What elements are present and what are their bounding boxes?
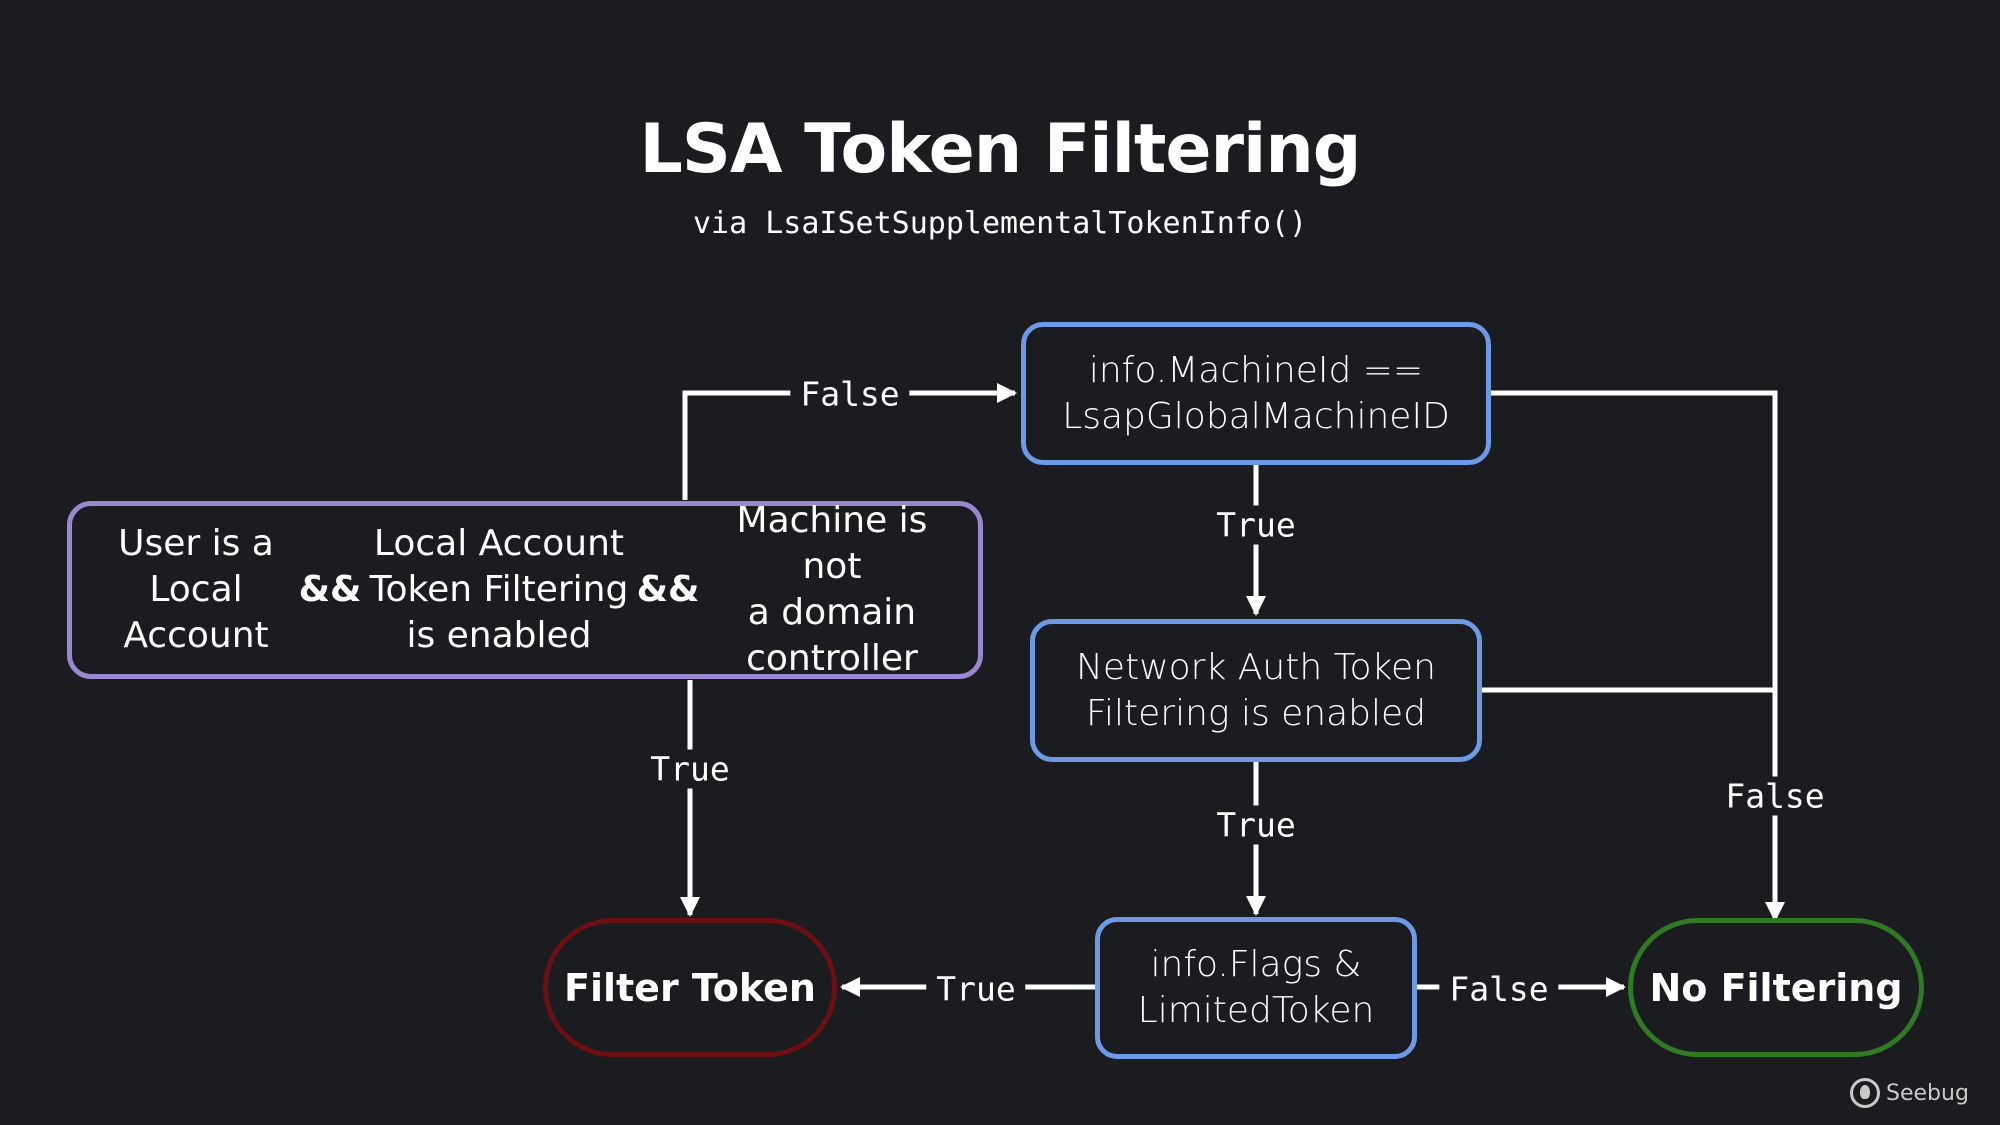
flags-condition-box: info.Flags & LimitedToken bbox=[1095, 917, 1417, 1059]
compound-condition-box: User is a Local Account && Local Account… bbox=[67, 500, 983, 679]
edge-label-right-false: False bbox=[1715, 776, 1835, 816]
no-filtering-terminal: No Filtering bbox=[1628, 918, 1924, 1057]
condition-local-token-filtering: Local Account Token Filtering is enabled bbox=[369, 523, 629, 656]
filter-token-terminal: Filter Token bbox=[543, 918, 837, 1057]
edge-label-network-true: True bbox=[1206, 805, 1306, 845]
edge-label-flags-true: True bbox=[926, 969, 1026, 1009]
condition-not-domain-controller: Machine is not a domain controller bbox=[736, 500, 928, 679]
diagram-title: LSA Token Filtering bbox=[639, 110, 1362, 189]
and-operator-1: && bbox=[298, 569, 362, 610]
diagram-subtitle: via LsaISetSupplementalTokenInfo() bbox=[692, 206, 1308, 241]
edge-label-compound-true: True bbox=[640, 749, 740, 789]
edge-label-flags-false: False bbox=[1439, 969, 1559, 1009]
and-operator-2: && bbox=[636, 569, 700, 610]
edge-machine-false bbox=[1490, 390, 1785, 922]
no-filtering-label: No Filtering bbox=[1649, 965, 1903, 1010]
edge-label-machine-true: True bbox=[1206, 505, 1306, 545]
flags-condition-text: info.Flags & LimitedToken bbox=[1137, 944, 1375, 1031]
network-auth-condition-text: Network Auth Token Filtering is enabled bbox=[1076, 646, 1436, 734]
seebug-logo-icon bbox=[1850, 1078, 1880, 1108]
condition-local-account: User is a Local Account bbox=[118, 523, 274, 656]
machine-id-condition-box: info.MachineId == LsapGlobalMachineID bbox=[1021, 322, 1491, 465]
machine-id-condition-text: info.MachineId == LsapGlobalMachineID bbox=[1062, 349, 1450, 437]
watermark-text: Seebug bbox=[1886, 1080, 1969, 1106]
network-auth-condition-box: Network Auth Token Filtering is enabled bbox=[1030, 619, 1482, 762]
edge-label-compound-false: False bbox=[790, 374, 910, 414]
filter-token-label: Filter Token bbox=[564, 965, 816, 1010]
seebug-watermark: Seebug bbox=[1850, 1078, 1969, 1108]
